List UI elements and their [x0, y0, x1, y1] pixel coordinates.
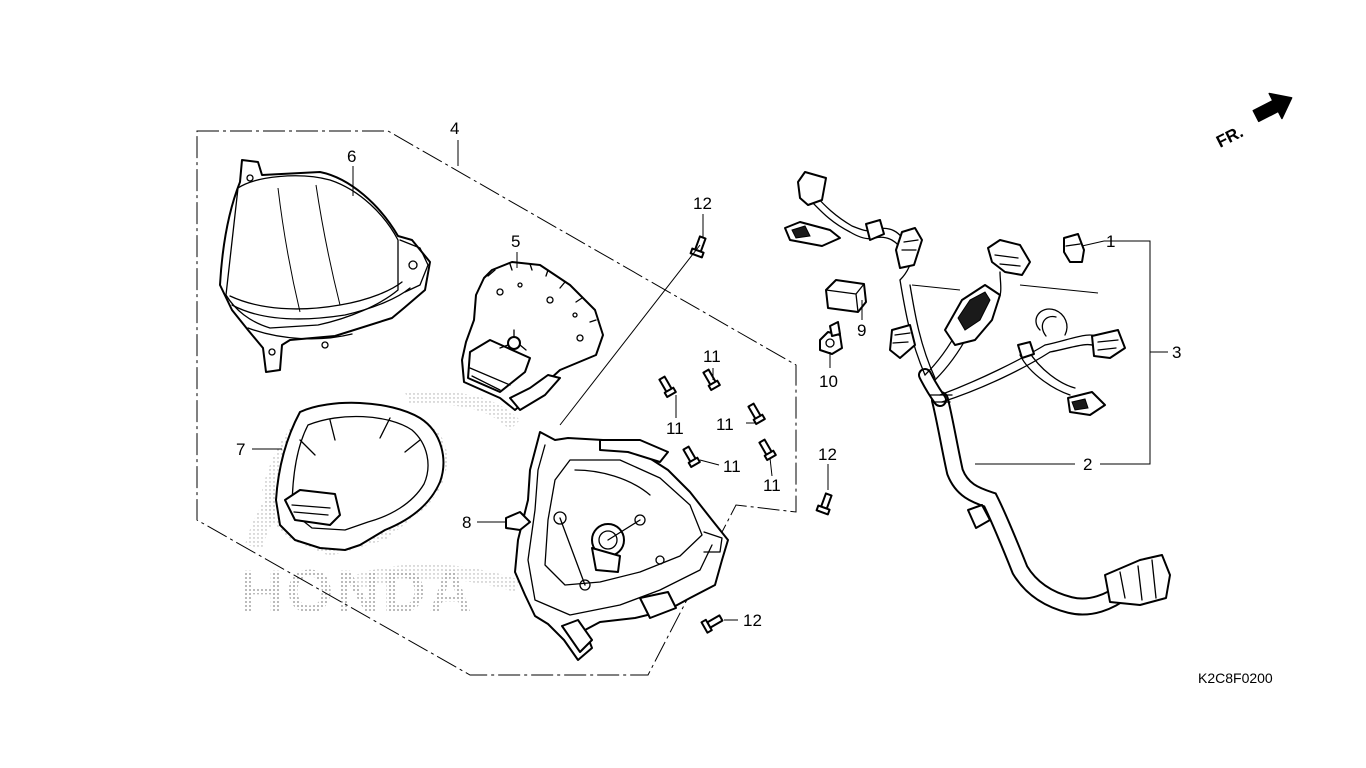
screws-12 [689, 235, 833, 634]
callout-4: 4 [450, 119, 459, 138]
leader-lines [252, 140, 1168, 621]
callout-8: 8 [462, 513, 471, 532]
callout-12: 12 [818, 445, 837, 464]
callout-7: 7 [236, 440, 245, 459]
part-7-meter-lens [262, 401, 448, 556]
direction-label: FR. [1213, 122, 1246, 151]
callout-5: 5 [511, 232, 520, 251]
callout-11: 11 [716, 415, 734, 434]
callout-2: 2 [1083, 455, 1092, 474]
callout-3: 3 [1172, 343, 1181, 362]
callout-11: 11 [763, 476, 781, 495]
callout-6: 6 [347, 147, 356, 166]
callout-12: 12 [693, 194, 712, 213]
assembly-outline-4 [196, 130, 797, 676]
front-direction-indicator: FR. [1213, 92, 1293, 152]
part-6-meter-cover [219, 159, 431, 373]
callout-labels: 1 2 3 4 5 6 7 8 9 10 11 11 11 11 11 12 1… [236, 119, 1181, 630]
callout-1: 1 [1106, 232, 1115, 251]
callout-11: 11 [703, 347, 721, 366]
watermark-text: HONDA [240, 558, 475, 625]
part-code: K2C8F0200 [1198, 670, 1273, 686]
callout-11: 11 [723, 457, 741, 476]
callout-10: 10 [819, 372, 838, 391]
part-1-connector [1063, 233, 1085, 263]
part-5-meter-board [461, 261, 604, 411]
part-9-relay [825, 279, 867, 313]
arrow-icon [1252, 92, 1293, 123]
screws-11 [658, 368, 777, 469]
callout-12: 12 [743, 611, 762, 630]
callout-11: 11 [666, 419, 684, 438]
callout-9: 9 [857, 321, 866, 340]
part-2-wire-harness [784, 171, 1171, 616]
part-10-bulb-socket [819, 321, 843, 355]
part-8-meter-case [505, 431, 729, 661]
